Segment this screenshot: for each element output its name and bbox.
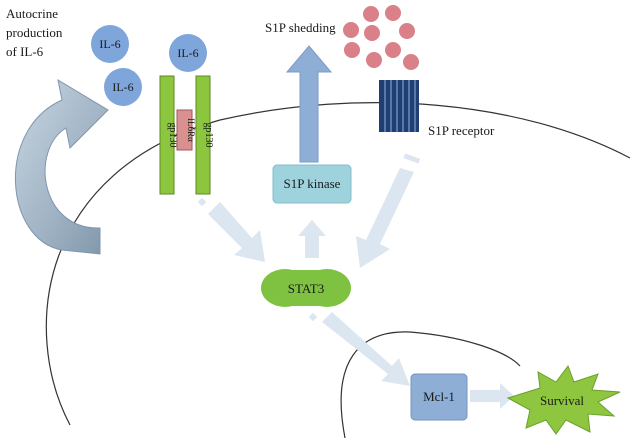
svg-text:S1P kinase: S1P kinase [284, 176, 341, 191]
il6-molecule-a: IL-6 [91, 25, 129, 63]
s1p-receptor [379, 80, 419, 132]
svg-text:IL-6: IL-6 [112, 80, 133, 94]
s1p-receptor-label: S1P receptor [428, 123, 495, 138]
survival-burst: Survival [506, 364, 621, 435]
svg-text:IL-6: IL-6 [99, 37, 120, 51]
s1p-kinase-box: S1P kinase [272, 164, 352, 204]
il6ra-receptor: IL6Rα [176, 109, 196, 151]
svg-text:IL6Rα: IL6Rα [186, 118, 196, 142]
stat3-to-kinase-arrow [298, 220, 326, 258]
s1p-shedding-label: S1P shedding [265, 20, 336, 35]
faint-arrows [197, 153, 514, 409]
cell-membrane [45, 102, 631, 426]
stat3-node: STAT3 [261, 269, 351, 307]
mcl1-box: Mcl-1 [410, 373, 468, 421]
svg-text:gp130: gp130 [167, 123, 178, 148]
svg-text:Survival: Survival [540, 393, 584, 408]
gp130-right: gp130 [195, 75, 214, 195]
svg-text:Mcl-1: Mcl-1 [423, 389, 455, 404]
nuclear-membrane [340, 331, 521, 438]
mcl1-to-survival-arrow [470, 383, 514, 409]
il6-molecule-c: IL-6 [169, 34, 207, 72]
gp130-left: gp130 [159, 75, 178, 195]
svg-text:gp130: gp130 [203, 123, 214, 148]
svg-text:STAT3: STAT3 [288, 281, 325, 296]
autocrine-label-1: Autocrine [6, 6, 58, 21]
s1p-receptor-to-stat3-arrow [356, 168, 414, 268]
autocrine-label-3: of IL-6 [6, 44, 44, 59]
s1p-shedding-arrow [285, 45, 333, 163]
autocrine-arrow [15, 78, 109, 255]
autocrine-label-2: production [6, 25, 63, 40]
svg-text:IL-6: IL-6 [177, 46, 198, 60]
s1p-molecules [343, 5, 419, 70]
receptor-to-stat3-arrow [208, 202, 265, 262]
stat3-to-mcl1-arrow [322, 312, 410, 386]
il6-molecule-b: IL-6 [104, 68, 142, 106]
